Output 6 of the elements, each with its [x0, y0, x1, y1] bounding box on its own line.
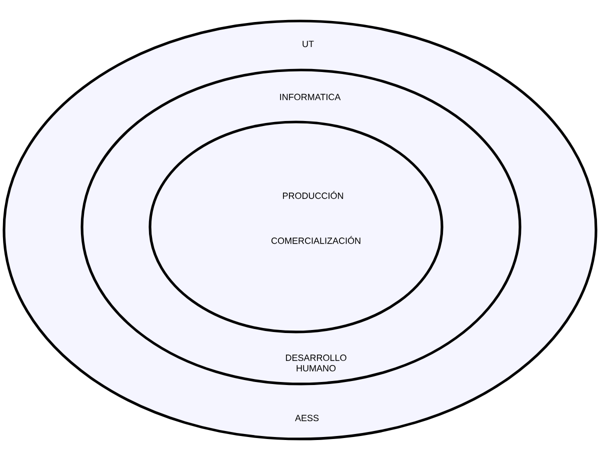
- ring-label: AESS: [295, 414, 319, 422]
- ring-label: PRODUCCIÓN: [283, 191, 344, 199]
- ring-label: UT: [302, 40, 314, 48]
- ring-label: INFORMATICA: [280, 94, 341, 100]
- ring-label: COMERCIALIZACIÓN: [271, 236, 360, 244]
- ring-label: DESARROLLO HUMANO: [286, 354, 346, 372]
